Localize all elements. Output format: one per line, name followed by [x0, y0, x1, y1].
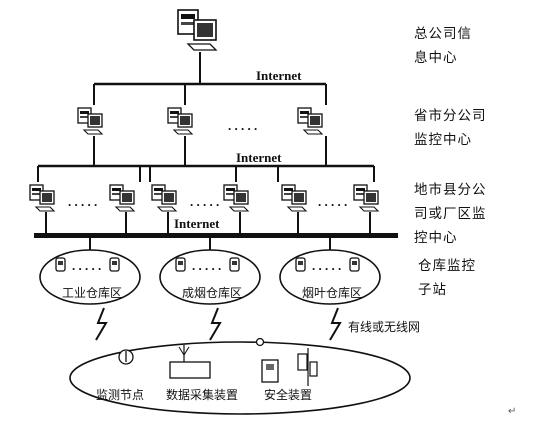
device-label-data-acquisition: 数据采集装置: [166, 388, 239, 402]
security-device-icon: [255, 337, 318, 386]
province-computer-icon: [297, 107, 323, 135]
device-zone: [69, 341, 411, 415]
province-computer-icon: [77, 107, 103, 135]
city-computer-icon: [151, 184, 177, 212]
paragraph-mark: ↵: [508, 406, 517, 417]
hq-computer-icon: [177, 9, 217, 51]
ellipsis: . . . . .: [192, 258, 222, 273]
node-icon: [229, 257, 240, 272]
wireless-link-icon: [329, 307, 342, 341]
ellipsis: . . . . .: [72, 258, 102, 273]
ellipsis: . . . . .: [312, 258, 342, 273]
ellipsis: . . . . .: [68, 194, 98, 209]
warehouse-label-industrial: 工业仓库区: [62, 286, 123, 300]
internet-label-middle: Internet: [236, 150, 282, 165]
city-computer-icon: [353, 184, 379, 212]
level-label-warehouse: 仓库监控 子站: [418, 258, 476, 298]
internet-label-bottom: Internet: [172, 216, 222, 232]
link-label: 有线或无线网: [348, 320, 421, 334]
internet-label-top: Internet: [256, 68, 302, 83]
city-computer-icon: [223, 184, 249, 212]
city-computer-icon: [29, 184, 55, 212]
wireless-link-icon: [95, 307, 108, 341]
level-label-city: 地市县分公 司或厂区监 控中心: [414, 182, 487, 246]
node-icon: [55, 257, 66, 272]
warehouse-label-cigarette: 成烟仓库区: [182, 286, 243, 300]
city-computer-icon: [109, 184, 135, 212]
province-computer-icon: [167, 107, 193, 135]
node-icon: [349, 257, 360, 272]
city-computer-icon: [281, 184, 307, 212]
data-acquisition-icon: [169, 345, 211, 379]
node-icon: [295, 257, 306, 272]
node-icon: [175, 257, 186, 272]
level-label-hq: 总公司信 息中心: [414, 26, 472, 66]
ellipsis: . . . . .: [318, 194, 348, 209]
warehouse-label-leaf: 烟叶仓库区: [302, 286, 363, 300]
device-label-security: 安全装置: [264, 388, 313, 402]
wireless-link-icon: [209, 307, 222, 341]
level-label-province: 省市分公司 监控中心: [414, 108, 487, 148]
ellipsis: . . . . .: [228, 118, 258, 133]
ellipsis: . . . . .: [190, 194, 220, 209]
node-icon: [109, 257, 120, 272]
main-bus: [34, 233, 398, 238]
device-label-monitor-node: 监测节点: [96, 388, 145, 402]
